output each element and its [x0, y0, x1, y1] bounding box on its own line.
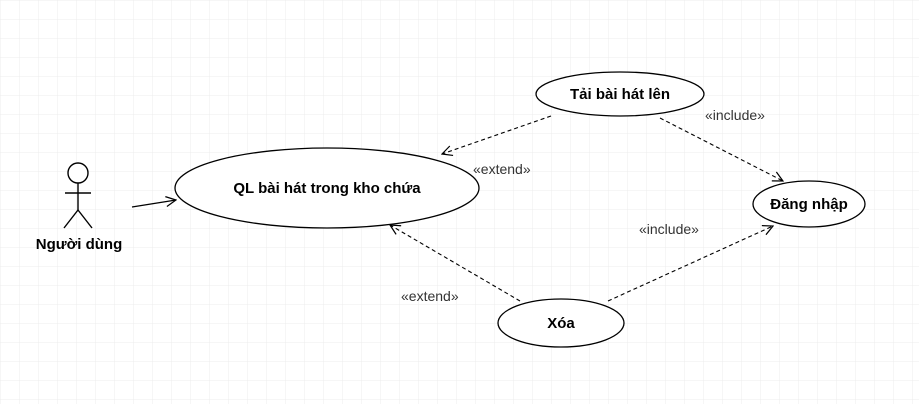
extend-line-upload-manage[interactable]: [442, 115, 552, 154]
extend-label-upload: «extend»: [473, 161, 531, 177]
include-line-delete-login[interactable]: [607, 226, 773, 302]
include-label-delete: «include»: [639, 221, 699, 237]
include-line-upload-login[interactable]: [659, 117, 783, 181]
include-label-upload: «include»: [705, 107, 765, 123]
actor-label: Người dùng: [36, 236, 123, 253]
extend-label-delete: «extend»: [401, 288, 459, 304]
use-case-upload-label: Tải bài hát lên: [570, 86, 670, 103]
actor-nguoi-dung[interactable]: Người dùng: [36, 162, 123, 253]
use-case-login[interactable]: Đăng nhập: [752, 180, 866, 228]
use-case-manage-label: QL bài hát trong kho chứa: [233, 180, 421, 197]
use-case-upload[interactable]: Tải bài hát lên: [535, 71, 705, 117]
use-case-delete[interactable]: Xóa: [497, 298, 625, 348]
use-case-manage[interactable]: QL bài hát trong kho chứa: [174, 147, 480, 229]
use-case-delete-label: Xóa: [547, 315, 575, 332]
stick-figure-icon: [63, 162, 93, 229]
association-line[interactable]: [131, 200, 176, 208]
use-case-login-label: Đăng nhập: [770, 196, 848, 213]
